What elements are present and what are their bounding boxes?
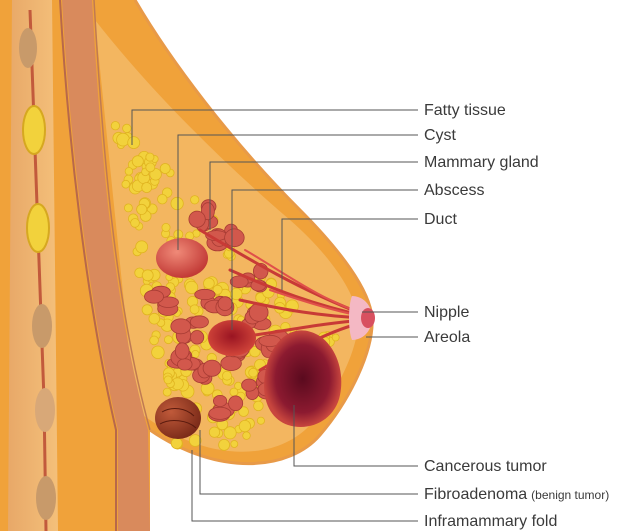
gland-lobule <box>213 395 226 406</box>
gland-lobule <box>189 211 205 227</box>
fat-globule <box>146 163 155 172</box>
fat-globule <box>231 441 238 448</box>
gland-lobule <box>203 360 221 376</box>
label-fibroadenoma-main: Fibroadenoma <box>424 486 527 503</box>
nipple <box>361 308 375 328</box>
fat-globule <box>142 183 152 193</box>
label-cyst: Cyst <box>424 127 457 144</box>
gland-lobule <box>145 290 164 303</box>
cyst <box>156 238 208 278</box>
gland-lobule <box>190 316 208 328</box>
label-fibroadenoma-note: (benign tumor) <box>531 488 609 502</box>
fat-globule <box>124 204 132 212</box>
fat-globule <box>239 420 250 431</box>
gland-lobule <box>225 229 245 247</box>
fat-globule <box>171 438 182 449</box>
label-cancerous-tumor: Cancerous tumor <box>424 458 547 475</box>
fat-globule <box>192 350 199 357</box>
gland-lobule <box>171 319 191 334</box>
gland-lobule <box>218 297 232 311</box>
fat-globule <box>122 180 130 188</box>
fat-globule <box>257 417 264 424</box>
fat-globule <box>128 137 140 149</box>
label-inframammary-fold: Inframammary fold <box>424 513 557 530</box>
gland-lobule <box>209 407 231 419</box>
gland-lobule <box>229 396 243 411</box>
fat-globule <box>164 336 172 344</box>
fat-globule <box>160 164 170 174</box>
fat-globule <box>163 388 171 396</box>
label-fibroadenoma: Fibroadenoma (benign tumor) <box>424 486 609 503</box>
label-areola: Areola <box>424 329 470 346</box>
label-mammary-gland: Mammary gland <box>424 154 539 171</box>
fat-globule <box>219 439 230 450</box>
fat-globule <box>191 196 199 204</box>
gland-lobule <box>242 379 257 391</box>
label-abscess: Abscess <box>424 182 484 199</box>
fat-globule <box>249 368 258 377</box>
gland-lobule <box>175 343 189 359</box>
fat-globule <box>131 219 140 228</box>
fat-globule <box>189 435 201 447</box>
fibroadenoma <box>155 397 201 439</box>
fat-globule <box>137 204 147 214</box>
gland-lobule <box>221 356 242 371</box>
fat-globule <box>142 305 152 315</box>
fat-globule <box>123 124 131 132</box>
gland-lobule <box>195 289 215 299</box>
rib-column <box>8 0 58 531</box>
fat-globule <box>146 153 154 161</box>
gland-lobule <box>178 359 193 370</box>
fat-globule <box>152 346 165 359</box>
label-nipple: Nipple <box>424 304 469 321</box>
fat-globule <box>332 334 339 341</box>
fat-globule <box>243 432 251 440</box>
fat-globule <box>164 376 172 384</box>
fat-globule <box>223 371 232 380</box>
fat-globule <box>171 197 183 209</box>
fat-globule <box>132 156 143 167</box>
fat-globule <box>150 336 159 345</box>
gland-lobule <box>190 331 203 345</box>
fat-globule <box>254 401 264 411</box>
fat-globule <box>125 168 133 176</box>
fat-globule <box>190 305 199 314</box>
fat-globule <box>136 241 148 253</box>
label-fatty-tissue: Fatty tissue <box>424 102 506 119</box>
fat-globule <box>162 223 170 231</box>
label-duct: Duct <box>424 211 457 228</box>
fat-globule <box>111 122 119 130</box>
fat-globule <box>204 278 215 289</box>
fat-globule <box>158 194 168 204</box>
fat-globule <box>230 388 238 396</box>
fat-globule <box>142 270 153 281</box>
fat-globule <box>149 313 160 324</box>
fat-globule <box>209 427 219 437</box>
